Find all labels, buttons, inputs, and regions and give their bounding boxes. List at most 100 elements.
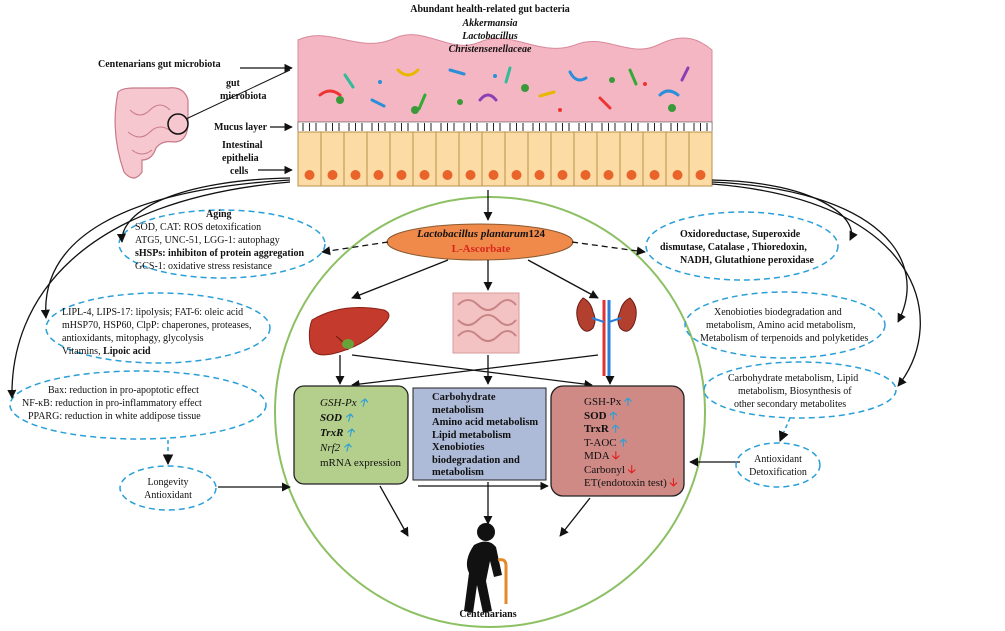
- aging-line-3: GCS-1: oxidative stress resistance: [135, 261, 272, 272]
- mucus-layer-label: Mucus layer: [214, 122, 268, 133]
- cell-nucleus: [396, 170, 407, 180]
- cell-nucleus: [488, 170, 499, 180]
- intestine-tissue-icon: [452, 292, 520, 354]
- kidney-item-3: T-AOC 🡡: [584, 437, 677, 451]
- kidney-item-4: MDA 🡣: [584, 450, 677, 464]
- gut-line-4: Xenobioties: [432, 442, 485, 453]
- kidney-item-6-label: ET(endotoxin test): [584, 477, 667, 489]
- lipid-line-3: Vitamins, Lipoic acid: [62, 345, 251, 358]
- gut-line-0: Carbohydrate: [432, 392, 496, 403]
- epithelial-cell: [688, 131, 713, 187]
- lipid-ellipse: [45, 292, 271, 364]
- lipid-lipoic-acid: Lipoic acid: [103, 346, 151, 357]
- villi-strip: [297, 121, 713, 133]
- effects-line-2: PPARG: reduction in white addipose tissu…: [28, 411, 201, 422]
- outer-green-circle: [274, 196, 706, 628]
- cell-nucleus: [465, 170, 476, 180]
- carb-ellipse: [703, 361, 897, 419]
- antiox-ellipse: [735, 442, 821, 488]
- probiotic-name: Lactobacillus plantarum: [416, 228, 529, 240]
- cell-nucleus: [626, 170, 637, 180]
- carb-lines: Carbohydrate metabolism, Lipid metabolis…: [728, 372, 858, 411]
- oxido-line-1: dismutase, Catalase , Thioredoxin,: [660, 242, 807, 253]
- cell-nucleus: [304, 170, 315, 180]
- up-arrow-icon: 🡡: [624, 396, 632, 408]
- lipid-line-2: antioxidants, mitophagy, glycolysis: [62, 333, 204, 344]
- lipid-line-0: LIPL-4, LIPS-17: lipolysis; FAT-6: oleic…: [62, 307, 244, 318]
- intestine-icon: [114, 87, 189, 179]
- kidney-item-0: GSH-Px 🡡: [584, 396, 677, 410]
- down-arrow-icon: 🡣: [611, 450, 620, 462]
- probiotic-strain: 124: [528, 228, 546, 240]
- bacteria-lactobacillus: Lactobacillus: [462, 31, 518, 42]
- liver-icon: [308, 307, 390, 356]
- top-heading: Abundant health-related gut bacteria: [410, 4, 570, 15]
- kidney-item-5: Carbonyl 🡣: [584, 464, 677, 478]
- liver-item-2-label: TrxR: [320, 427, 344, 439]
- carb-line-0: Carbohydrate metabolism, Lipid: [728, 373, 859, 384]
- cell-nucleus: [442, 170, 453, 180]
- longevity-line-1: Antioxidant: [144, 490, 192, 501]
- kidney-item-0-label: GSH-Px: [584, 396, 622, 408]
- lipid-vitamins: Vitamins,: [62, 346, 101, 357]
- cell-nucleus: [534, 170, 545, 180]
- centenarians-label: Centenarians: [459, 609, 517, 620]
- bacteria-christensenellaceae: Christensenellaceae: [448, 44, 532, 55]
- l-ascorbate-label: L-Ascorbate: [451, 243, 511, 255]
- liver-item-0: GSH-Px 🡡: [320, 396, 401, 411]
- cell-nucleus: [695, 170, 706, 180]
- cell-nucleus: [672, 170, 683, 180]
- cell-nucleus: [580, 170, 591, 180]
- kidney-item-5-label: Carbonyl: [584, 463, 625, 476]
- effects-line-0: Bax: reduction in pro-apoptotic effect: [48, 385, 199, 396]
- kidney-icon: [576, 297, 637, 376]
- probiotic-label: Lactobacillus plantarum124: [392, 228, 570, 241]
- cell-nucleus: [557, 170, 568, 180]
- kidney-item-1: SOD 🡡: [584, 410, 677, 424]
- bacteria-icons: [318, 66, 690, 111]
- down-arrow-icon: 🡣: [627, 463, 636, 476]
- effects-lines: Bax: reduction in pro-apoptotic effect N…: [22, 384, 202, 423]
- xeno-line-1: metabolism, Amino acid metabolism,: [706, 320, 856, 331]
- gut-results-box-bg: [412, 387, 547, 481]
- cell-nucleus: [350, 170, 361, 180]
- liver-results-box-bg: [293, 385, 409, 485]
- kidney-item-2: TrxR 🡡: [584, 423, 677, 437]
- antiox-line-0: Antioxidant: [754, 454, 802, 465]
- up-arrow-icon: 🡡: [611, 423, 620, 435]
- up-arrow-icon: 🡡: [342, 442, 351, 454]
- kidney-item-4-label: MDA: [584, 450, 610, 462]
- liver-item-1: SOD 🡡: [320, 411, 401, 426]
- aging-ellipse: [118, 209, 326, 279]
- bacteria-akkermansia: Akkermansia: [462, 18, 518, 29]
- liver-item-3: Nrf2 🡡: [320, 441, 401, 456]
- xeno-line-2: Metabolism of terpenoids and polyketides: [700, 333, 869, 344]
- up-arrow-icon: 🡡: [346, 427, 355, 439]
- epithelia-label-3: cells: [230, 166, 249, 177]
- gut-microbiota-label-2: microbiota: [220, 91, 267, 102]
- lipid-line-1: mHSP70, HSP60, ClpP: chaperones, proteas…: [62, 320, 252, 331]
- bacteria-dots: [336, 74, 676, 114]
- cell-nucleus: [327, 170, 338, 180]
- effects-line-1: NF-κB: reduction in pro-inflammatory eff…: [22, 398, 202, 409]
- gut-line-3: Lipid metabolism: [432, 429, 512, 441]
- carb-line-1: metabolism, Biosynthesis of: [738, 386, 852, 397]
- carb-line-2: other secondary metabolites: [734, 399, 847, 410]
- liver-item-0-label: GSH-Px: [320, 397, 357, 409]
- xeno-line-0: Xenobioties biodegradation and: [714, 307, 842, 318]
- kidney-item-2-label: TrxR: [584, 423, 609, 435]
- aging-lines: SOD, CAT: ROS detoxification ATG5, UNC-5…: [135, 221, 304, 273]
- xeno-ellipse: [684, 291, 886, 359]
- elderly-person-icon: [464, 523, 508, 613]
- liver-footer: mRNA expression: [320, 457, 401, 469]
- kidney-item-1-label: SOD: [584, 409, 607, 422]
- oxido-lines: Oxidoreductase, Superoxide dismutase, Ca…: [660, 228, 814, 267]
- kidney-item-3-label: T-AOC: [584, 436, 617, 449]
- epithelia-label-1: Intestinal: [222, 140, 263, 151]
- liver-item-1-label: SOD: [320, 412, 343, 424]
- cell-nucleus: [649, 170, 660, 180]
- oxido-line-0: Oxidoreductase, Superoxide: [680, 229, 801, 240]
- oxido-line-2: NADH, Glutathione peroxidase: [680, 255, 814, 266]
- aging-line-1: ATG5, UNC-51, LGG-1: autophagy: [135, 235, 280, 246]
